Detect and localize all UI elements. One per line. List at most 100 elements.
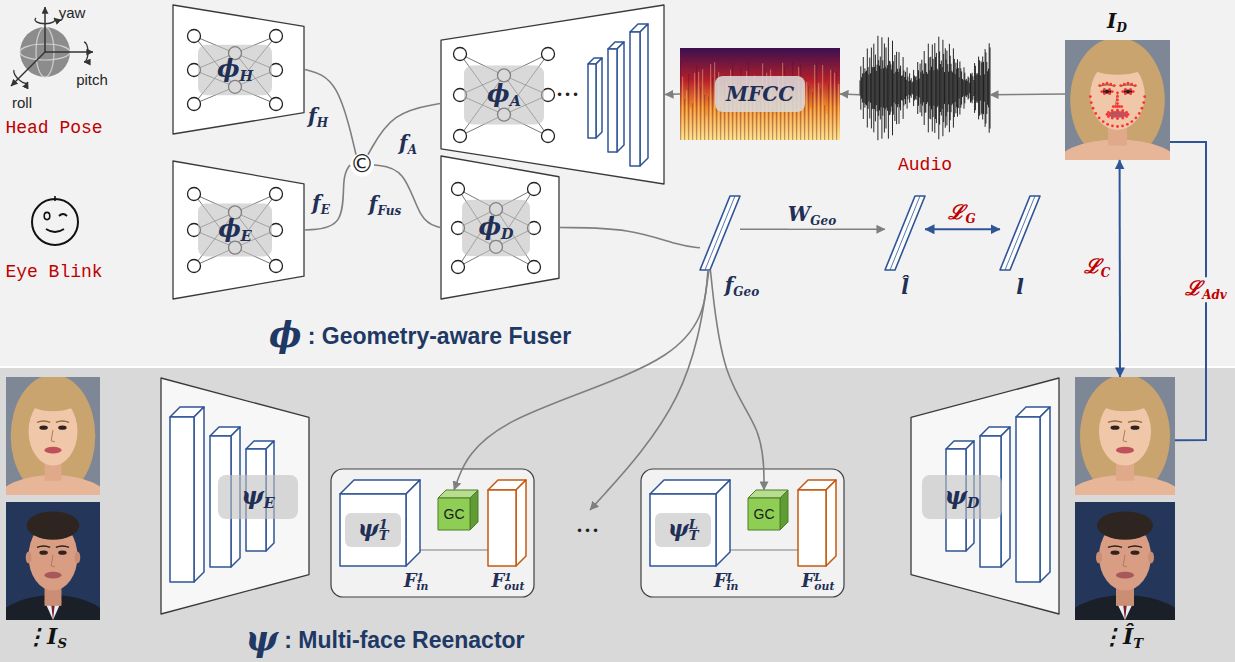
- math-part: ℒ: [948, 200, 965, 224]
- math-part: A: [510, 92, 521, 109]
- module-symbol: ϕD: [478, 213, 513, 243]
- graphic-part: [684, 99, 685, 140]
- graphic-part: [715, 76, 805, 112]
- graphic-part: [780, 490, 788, 530]
- graphic-part: [806, 82, 807, 140]
- graphic-part: [688, 74, 689, 140]
- graphic-part: [1100, 90, 1103, 93]
- graphic-part: [1123, 83, 1126, 86]
- waveform-image-outline: [860, 32, 990, 144]
- module-symbol: ψT1: [358, 516, 388, 543]
- graphic-part: [188, 30, 201, 43]
- graphic-part: [700, 196, 740, 270]
- graphic-part: [1040, 407, 1050, 582]
- connector: [665, 93, 680, 95]
- graphic-part: [516, 480, 526, 566]
- graphic-part: [331, 469, 534, 597]
- face-image-outline: [1065, 40, 1170, 160]
- graphic-part: [1129, 92, 1132, 95]
- graphic-part: [26, 552, 32, 564]
- graphic-part: [1111, 551, 1120, 555]
- graphic-part: [686, 90, 687, 140]
- graphic-part: [1000, 196, 1040, 270]
- math-part: C: [1101, 266, 1111, 280]
- graphic-part: [818, 83, 819, 140]
- graphic-part: [441, 156, 559, 299]
- graphic-part: [1102, 120, 1105, 123]
- math-part: Fus: [377, 204, 401, 218]
- graphic-part: [1121, 125, 1124, 128]
- graphic-part: [1116, 91, 1119, 94]
- graphic-part: [1103, 88, 1106, 91]
- graphic-part: [454, 48, 467, 61]
- graphic-part: [1134, 84, 1137, 87]
- math-part: ϕ: [478, 212, 501, 241]
- math-part: S: [57, 636, 67, 651]
- face-image-stack-outline: [6, 377, 100, 620]
- math-part: out: [504, 580, 524, 593]
- connector: [305, 165, 350, 230]
- graphic-part: [438, 498, 470, 530]
- panel-band: ⋮ISψEGCψT1F1inF1outGCψTLFLinFLoutψD⋮ÎTψ …: [0, 368, 1235, 662]
- graphic-part: [470, 490, 478, 530]
- graphic-part: [454, 130, 467, 143]
- module-symbol: ϕE: [218, 215, 252, 245]
- graphic-part: [542, 130, 555, 143]
- graphic-part: [804, 104, 805, 140]
- graphic-part: [51, 555, 55, 567]
- graphic-part: [1121, 90, 1124, 93]
- graphic-part: [1106, 82, 1109, 85]
- graphic-part: [1116, 109, 1119, 112]
- graphic-part: [911, 378, 1059, 614]
- gc-cube: GC: [438, 490, 478, 530]
- feature-label: F1out: [492, 571, 525, 594]
- edge-label: ℒAdv: [1183, 277, 1229, 302]
- graphic-part: [706, 117, 707, 140]
- graphic-part: [1131, 426, 1140, 430]
- spectrogram-image: MFCC: [680, 48, 840, 140]
- graphic-part: [198, 204, 272, 257]
- graphic-part: [820, 89, 821, 140]
- feature-vector: l̂: [885, 196, 925, 270]
- graphic-part: [890, 196, 920, 270]
- decoder-trapezoid: ϕD: [440, 155, 560, 300]
- graphic-part: [712, 77, 713, 140]
- math-part: f: [308, 104, 317, 128]
- math-part: ⋮Î: [1101, 623, 1133, 649]
- graphic-part: [406, 480, 420, 566]
- math-part: in: [416, 580, 428, 593]
- graphic-part: [1108, 92, 1111, 95]
- graphic-part: [58, 426, 66, 430]
- graphic-part: [1094, 112, 1097, 115]
- encoder-trapezoid: ϕE: [172, 160, 305, 300]
- graphic-part: [641, 469, 844, 597]
- graphic-part: [1098, 84, 1101, 87]
- graphic-part: [1111, 125, 1114, 128]
- graphic-part: [188, 188, 201, 201]
- graphic-part: [462, 200, 530, 256]
- graphic-part: [1111, 109, 1114, 112]
- math-part: E: [321, 203, 330, 217]
- graphic-part: [722, 113, 723, 140]
- graphic-part: [617, 42, 624, 152]
- graphic-part: [1121, 109, 1124, 112]
- graphic-part: [1143, 95, 1146, 98]
- graphic-part: [704, 95, 705, 140]
- math-part: ψ: [358, 515, 379, 541]
- graphic-part: [1134, 117, 1137, 120]
- graphic-part: [340, 494, 406, 566]
- graphic-part: [188, 98, 201, 111]
- connector: [305, 70, 356, 155]
- edge-label: WGeo: [786, 203, 838, 228]
- module-symbol: ψE: [241, 482, 275, 512]
- graphic-part: [1075, 502, 1175, 620]
- graphic-part: [1129, 88, 1132, 91]
- graphic-part: [6, 377, 100, 495]
- math-part: ⋮I: [25, 623, 57, 649]
- edge-label: fH: [306, 105, 330, 130]
- graphic-part: [716, 480, 730, 566]
- pitch-axis: [45, 51, 93, 53]
- graphic-part: [170, 417, 194, 582]
- graphic-part: [27, 390, 80, 411]
